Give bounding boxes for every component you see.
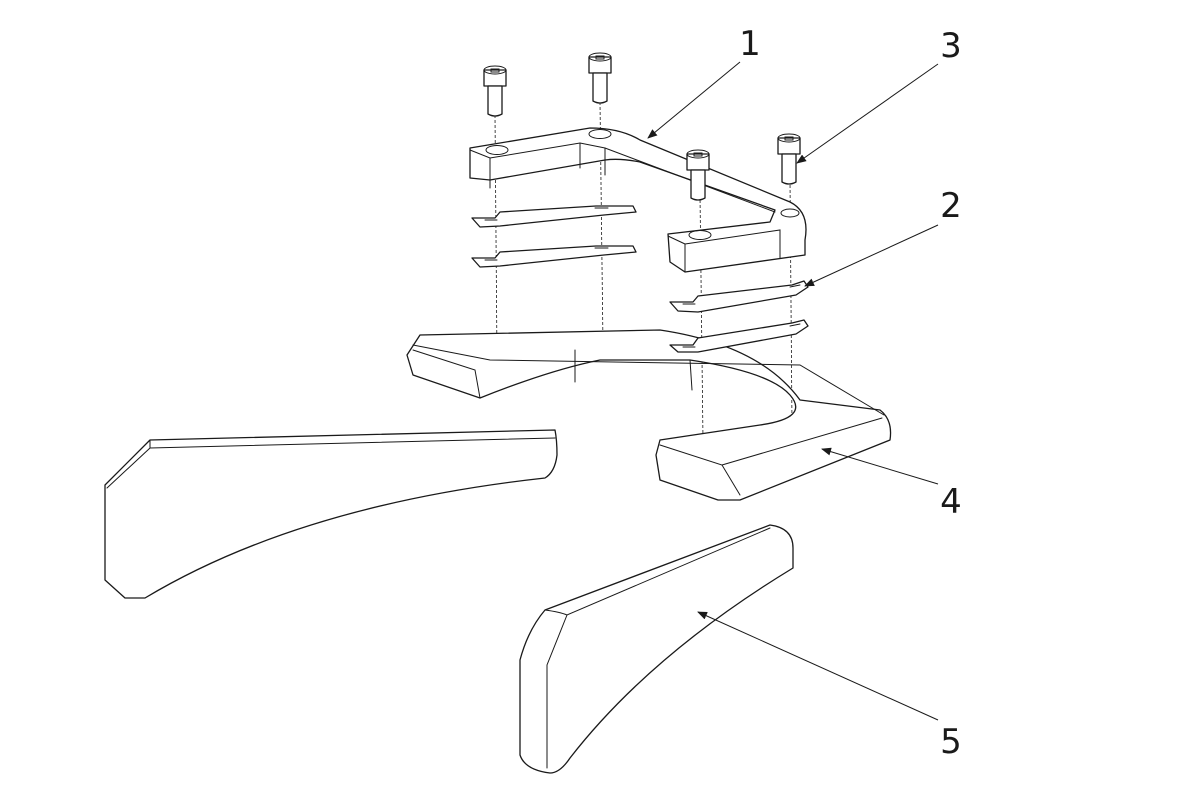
part-4-base-bracket — [406, 329, 892, 501]
screw — [686, 149, 710, 201]
callout-1: 1 — [739, 24, 761, 64]
callout-5: 5 — [940, 722, 962, 762]
leader-2 — [804, 224, 939, 287]
screw — [588, 52, 612, 104]
leader-4 — [821, 447, 939, 485]
callout-3: 3 — [940, 26, 962, 66]
leader-3 — [796, 63, 939, 164]
part-1-upper-bracket — [469, 127, 807, 273]
leader-1 — [647, 61, 741, 139]
screw — [483, 65, 507, 117]
callout-4: 4 — [940, 482, 962, 522]
callout-numbers: 1 3 2 4 5 — [739, 24, 962, 762]
part-4-upper-leg — [104, 429, 558, 599]
leader-lines — [647, 61, 939, 721]
part-5-lower-leg — [519, 524, 794, 774]
leader-5 — [697, 611, 939, 721]
part-3-screws — [483, 52, 801, 201]
part-2-shims — [471, 205, 809, 353]
callout-2: 2 — [940, 186, 962, 226]
screw — [777, 133, 801, 185]
